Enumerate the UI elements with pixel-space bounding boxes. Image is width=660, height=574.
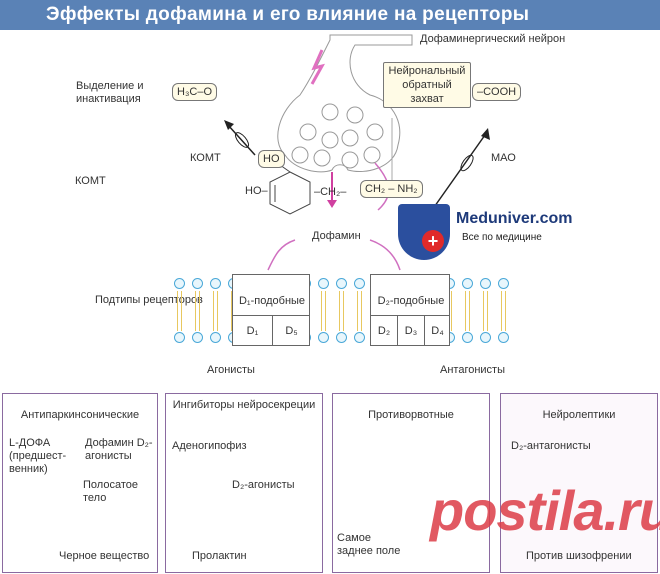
shield-icon: +	[398, 204, 450, 260]
lipid-tail	[213, 291, 218, 331]
lipid-head	[480, 278, 491, 289]
lipid-tail	[501, 291, 506, 331]
lipid-tail	[465, 291, 470, 331]
d2-receptor: D₂-подобные D₂ D₃ D₄	[370, 274, 450, 346]
mao-label: МАО	[491, 152, 516, 164]
reuptake-box: Нейрональный обратный захват	[383, 62, 471, 108]
panel-antiemetic: Противорвотные Самое заднее поле	[332, 393, 490, 573]
watermark: postila.ru	[430, 479, 660, 542]
lipid-head	[336, 278, 347, 289]
komt-arrow	[227, 124, 256, 156]
lipid-head	[210, 278, 221, 289]
ch2nh2-group: CH₂ – NH₂	[360, 180, 423, 198]
lipid-head	[318, 332, 329, 343]
neuron-label: Дофаминергический нейрон	[420, 33, 566, 45]
lipid-tail	[177, 291, 182, 331]
lipid-head	[192, 332, 203, 343]
antagonists-label: Антагонисты	[440, 364, 505, 376]
lipid-tail	[339, 291, 344, 331]
ch2-label: –CH₂–	[314, 186, 347, 198]
page-title: Эффекты дофамина и его влияние на рецепт…	[0, 0, 660, 30]
panel-neurosecretion: Ингибиторы нейросекреции Аденогипофиз D₂…	[165, 393, 323, 573]
ho-top: HO	[258, 150, 285, 168]
lipid-head	[174, 332, 185, 343]
agonists-label: Агонисты	[207, 364, 255, 376]
lipid-head	[354, 332, 365, 343]
panel-antiparkinson: Антипаркинсонические L-ДОФА (предшест-ве…	[2, 393, 158, 573]
dopamine-arrow-right	[369, 239, 401, 271]
subtypes-label: Подтипы рецепторов	[95, 294, 203, 306]
komt-arrow-label: КОМТ	[190, 152, 221, 164]
panel-neuroleptics: Нейролептики D₂-антагонисты Против шизоф…	[500, 393, 658, 573]
lipid-head	[174, 278, 185, 289]
vesicles	[291, 103, 384, 169]
lipid-tail	[195, 291, 200, 331]
lipid-head	[498, 278, 509, 289]
lipid-head	[210, 332, 221, 343]
lipid-head	[318, 278, 329, 289]
lipid-head	[336, 332, 347, 343]
release-label: Выделение и инактивация	[76, 80, 144, 105]
lipid-head	[192, 278, 203, 289]
h3co-group: H₃C–O	[172, 83, 218, 101]
lipid-head	[354, 278, 365, 289]
lipid-head	[480, 332, 491, 343]
lipid-head	[462, 278, 473, 289]
cooh-group: –COOH	[472, 83, 522, 101]
benzene-ring	[269, 171, 311, 215]
dopamine-arrow-left	[267, 239, 296, 271]
lipid-head	[462, 332, 473, 343]
dopamine-label: Дофамин	[312, 230, 361, 242]
lipid-tail	[321, 291, 326, 331]
lipid-head	[498, 332, 509, 343]
lipid-tail	[357, 291, 362, 331]
lightning-icon	[310, 49, 325, 85]
lipid-tail	[483, 291, 488, 331]
d1-receptor: D₁-подобные D₁ D₅	[232, 274, 310, 346]
komt-label: КОМТ	[75, 175, 106, 187]
meduniver-logo[interactable]: + Meduniver.com Все по медицине	[398, 204, 593, 260]
ho-left: HO–	[245, 185, 268, 197]
cell-membrane	[170, 274, 509, 346]
